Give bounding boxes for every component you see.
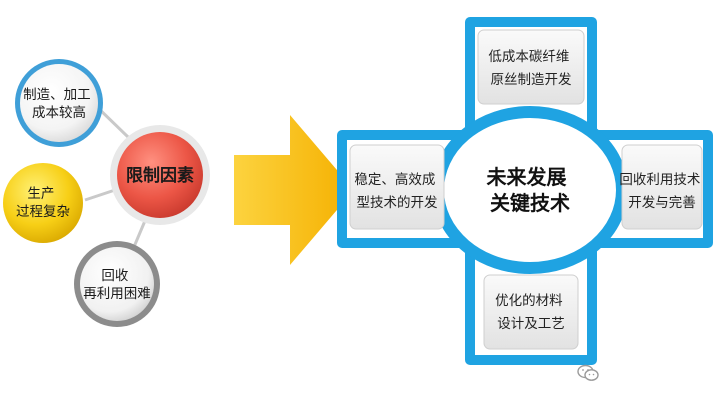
svg-text:回收利用技术 开发与完善: 回收利用技术 开发与完善 xyxy=(619,172,704,211)
svg-text:制造、加工 成本较高: 制造、加工 成本较高 xyxy=(23,87,95,121)
factor-process-line1: 生产 xyxy=(27,186,54,202)
tech-right-line1: 回收利用技术 xyxy=(619,172,700,188)
factor-circle-recycle: 回收 再利用困难 xyxy=(74,241,160,327)
wechat-icon xyxy=(577,364,599,381)
tech-bottom-line1: 优化的材料 xyxy=(495,293,563,309)
tech-left-line2: 型技术的开发 xyxy=(357,195,438,211)
svg-text:回收 再利用困难: 回收 再利用困难 xyxy=(83,268,151,302)
tech-left-line1: 稳定、高效成 xyxy=(354,171,435,188)
key-tech-title: 未来发展 关键技术 xyxy=(487,165,574,215)
factor-recycle-line1: 回收 xyxy=(101,268,128,284)
svg-text:生产 过程复杂: 生产 过程复杂 xyxy=(16,186,70,220)
factor-cost-line2: 成本较高 xyxy=(32,104,86,121)
factor-process-line2: 过程复杂 xyxy=(16,203,70,220)
watermark: 新材料在线 xyxy=(577,362,685,383)
svg-text:稳定、高效成 型技术的开发: 稳定、高效成 型技术的开发 xyxy=(354,171,439,211)
factor-recycle-line2: 再利用困难 xyxy=(83,286,151,302)
factor-circle-cost: 制造、加工 成本较高 xyxy=(15,59,103,147)
tech-top-line2: 原丝制造开发 xyxy=(491,72,572,88)
factor-cost-line1: 制造、加工 xyxy=(23,87,91,103)
limiting-factors-label: 限制因素 xyxy=(126,165,194,186)
key-tech-title-line2: 关键技术 xyxy=(490,191,570,215)
tech-box-bottom: 优化的材料 设计及工艺 xyxy=(483,274,579,350)
svg-text:优化的材料 设计及工艺: 优化的材料 设计及工艺 xyxy=(495,293,567,332)
key-tech-title-line1: 未来发展 xyxy=(487,165,567,189)
tech-right-line2: 开发与完善 xyxy=(628,195,696,211)
watermark-text: 新材料在线 xyxy=(605,364,686,382)
limiting-factors-circle: 限制因素 xyxy=(110,125,210,225)
tech-bottom-line2: 设计及工艺 xyxy=(497,316,565,332)
svg-text:低成本碳纤维 原丝制造开发: 低成本碳纤维 原丝制造开发 xyxy=(488,49,573,88)
tech-box-left: 稳定、高效成 型技术的开发 xyxy=(349,144,445,230)
right-arrow-shape xyxy=(234,115,354,265)
tech-box-top: 低成本碳纤维 原丝制造开发 xyxy=(477,29,585,105)
tech-box-right: 回收利用技术 开发与完善 xyxy=(619,144,704,230)
factor-circle-process: 生产 过程复杂 xyxy=(3,163,83,243)
tech-top-line1: 低成本碳纤维 xyxy=(488,49,569,65)
